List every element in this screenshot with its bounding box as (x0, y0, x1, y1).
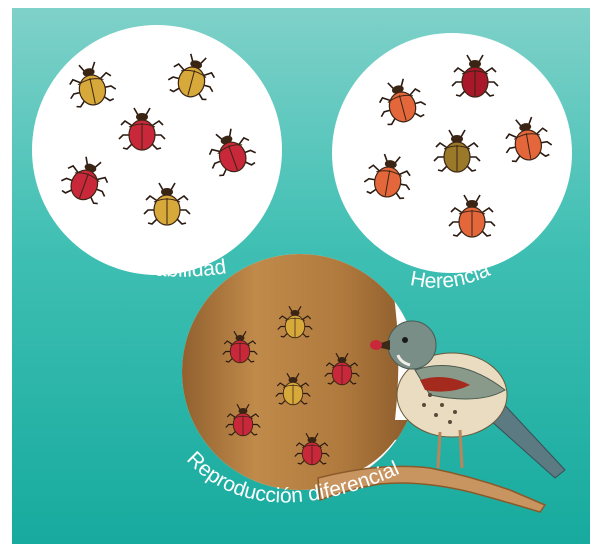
heredity-circle (332, 33, 572, 273)
variability-circle (32, 25, 282, 275)
bird-illustration (370, 321, 565, 478)
